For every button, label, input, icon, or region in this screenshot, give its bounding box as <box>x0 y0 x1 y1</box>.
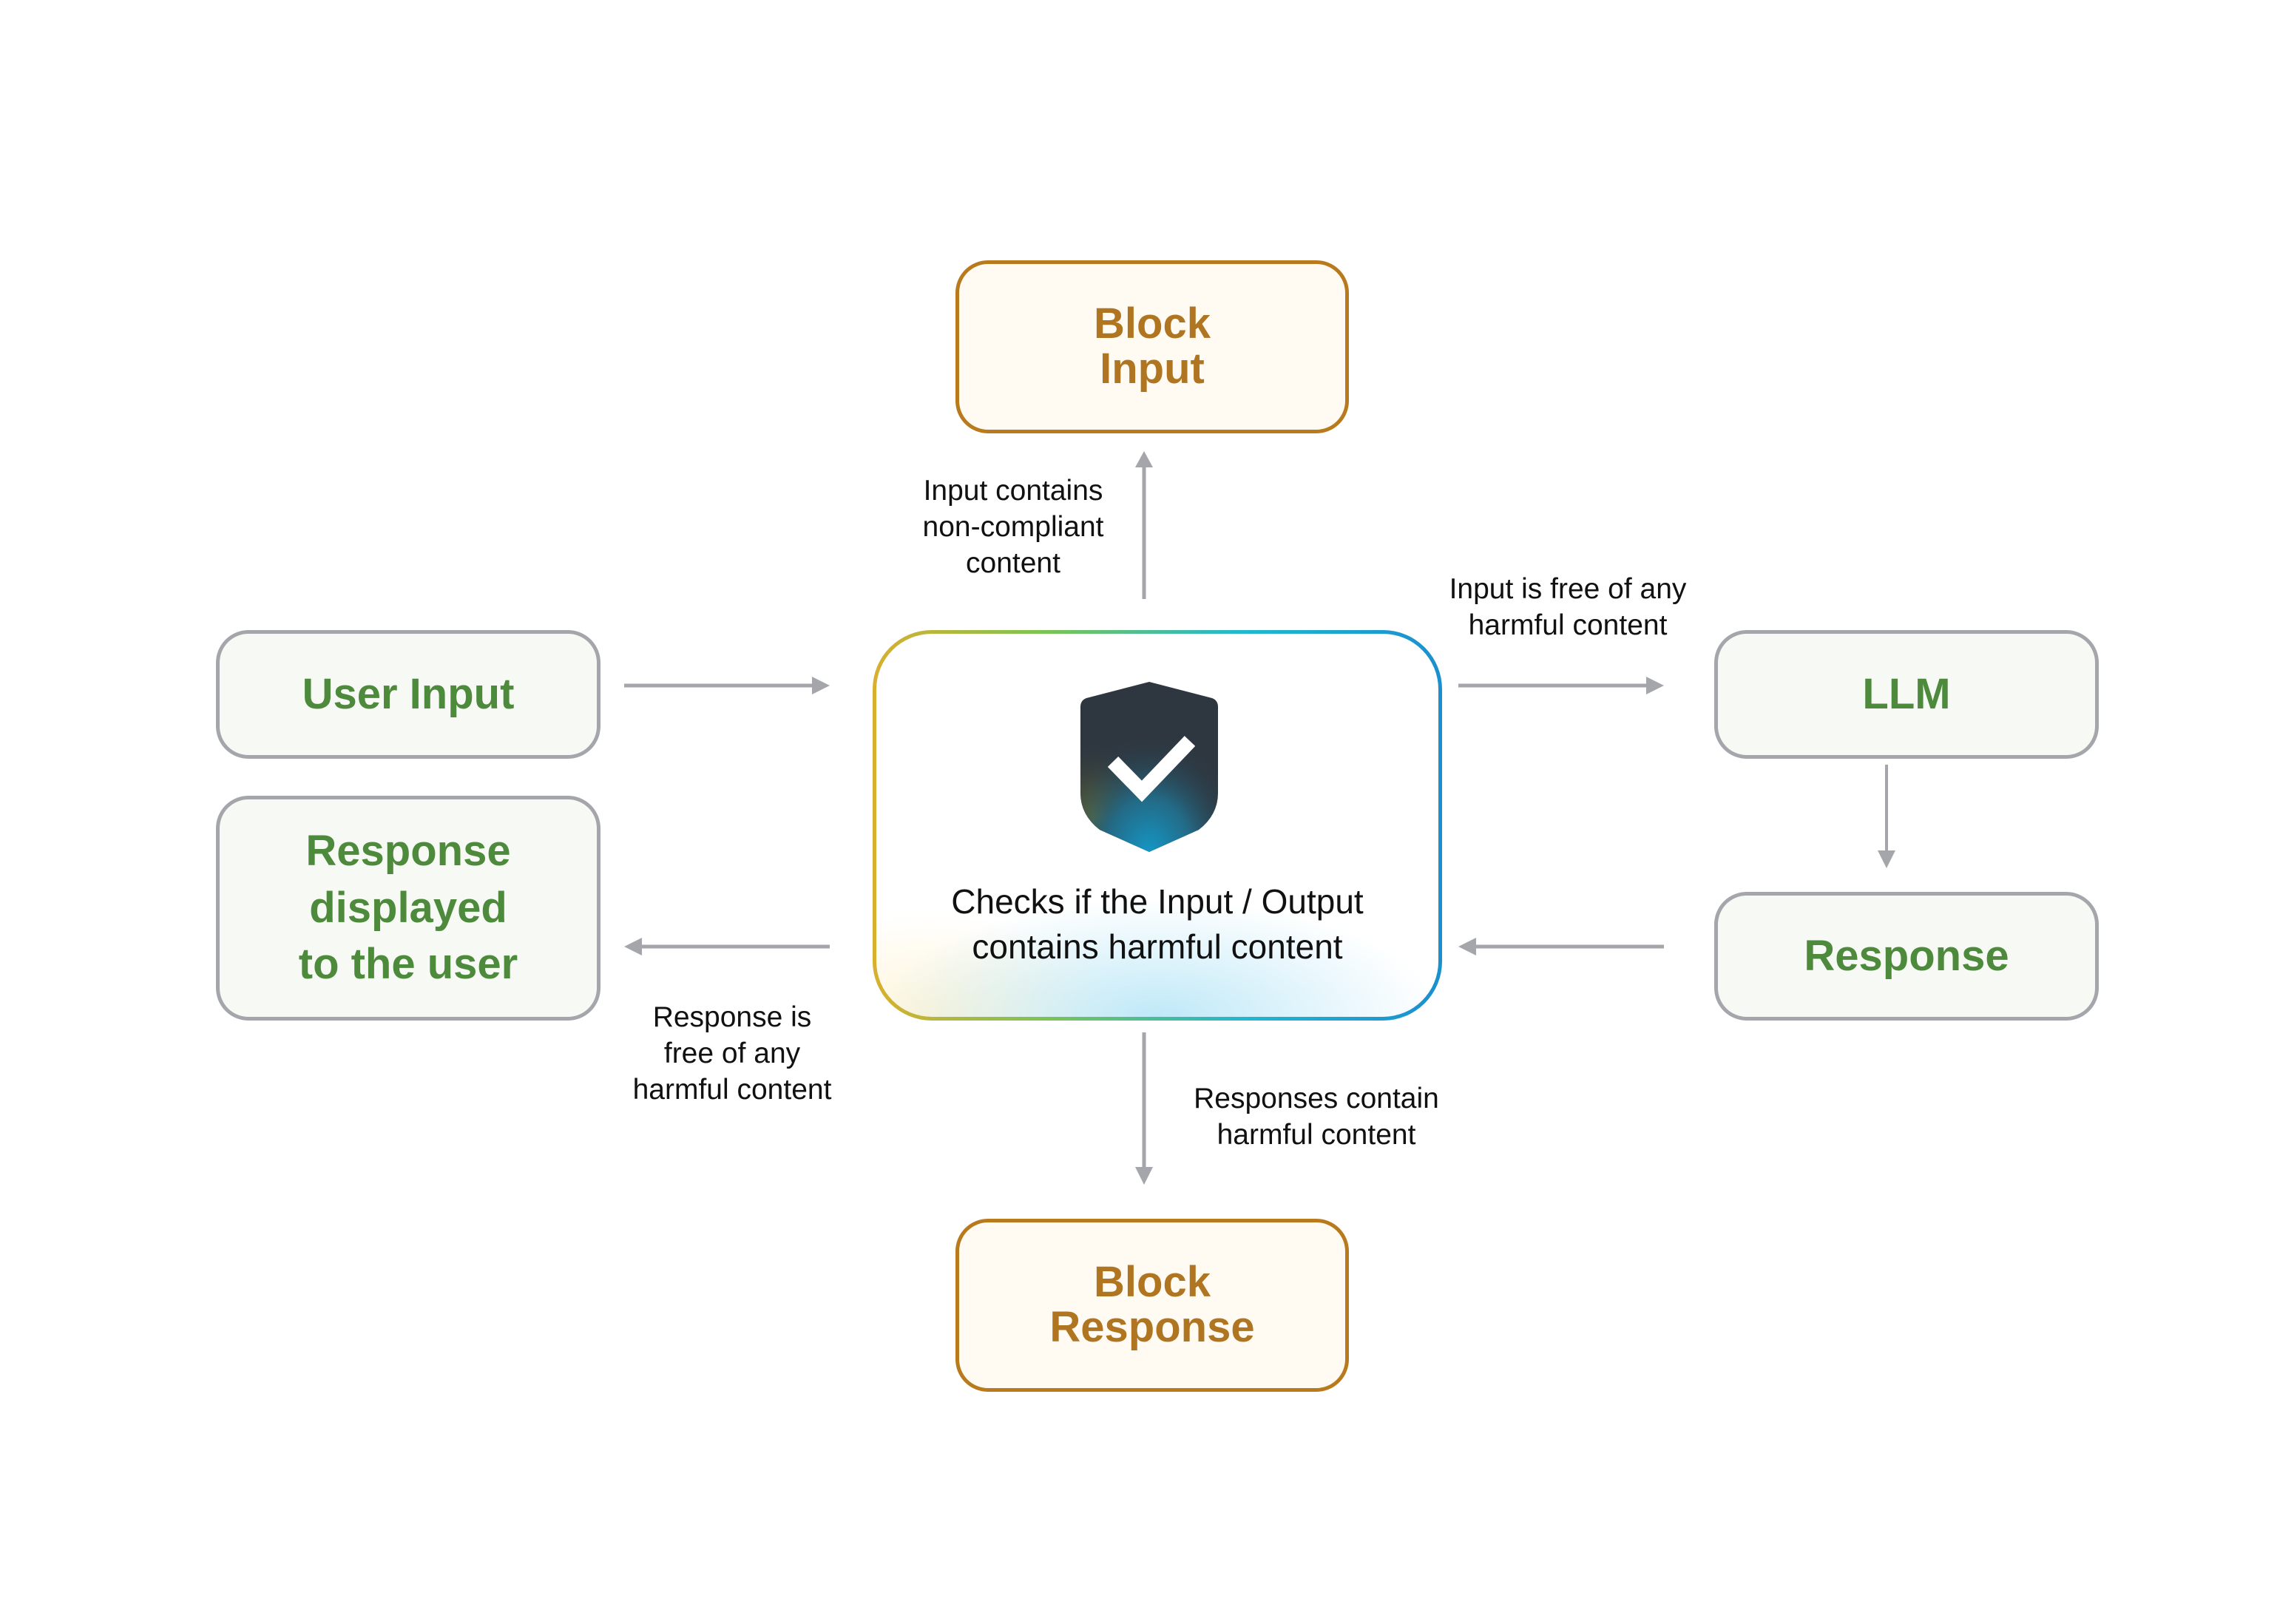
label-input-non-compliant: Input contains non-compliant content <box>887 473 1139 581</box>
arrowhead-check-to-block-input <box>1135 451 1153 467</box>
label-response-free: Response is free of any harmful content <box>606 1000 858 1108</box>
block-input-node: Block Input <box>955 260 1349 433</box>
block-input-line-2: Input <box>1100 345 1205 393</box>
label-line: non-compliant <box>922 510 1104 543</box>
arrowhead-response-to-check <box>1458 938 1476 955</box>
shield-check-icon <box>1080 682 1218 852</box>
block-response-line-2: Response <box>1049 1303 1255 1351</box>
guardrail-check-node: Checks if the Input / Output contains ha… <box>873 630 1442 1021</box>
block-response-line-1: Block <box>1094 1258 1211 1307</box>
label-line: free of any <box>663 1037 801 1069</box>
label-line: Responses contain <box>1194 1083 1439 1114</box>
guardrail-text-line-1: Checks if the Input / Output <box>951 882 1364 921</box>
block-input-line-1: Block <box>1094 300 1211 348</box>
guardrail-check-body: Checks if the Input / Output contains ha… <box>876 634 1438 1017</box>
label-line: Response is <box>652 1001 812 1033</box>
response-displayed-line-3: to the user <box>298 940 518 989</box>
label-line: harmful content <box>1468 609 1668 641</box>
label-responses-harmful: Responses contain harmful content <box>1168 1081 1464 1154</box>
arrowhead-check-to-user <box>624 938 642 955</box>
label-line: Input contains <box>923 475 1103 507</box>
label-input-free: Input is free of any harmful content <box>1420 572 1716 644</box>
response-node: Response <box>1714 892 2099 1021</box>
response-displayed-node: Response displayed to the user <box>216 796 600 1021</box>
label-line: harmful content <box>632 1073 832 1106</box>
label-line: content <box>966 547 1060 579</box>
arrowhead-check-to-llm <box>1646 677 1664 694</box>
arrowhead-llm-to-response <box>1878 850 1895 868</box>
response-displayed-line-2: displayed <box>309 883 507 932</box>
label-line: Input is free of any <box>1449 573 1687 605</box>
arrowhead-user-input-to-check <box>812 677 830 694</box>
user-input-label: User Input <box>302 669 515 718</box>
response-displayed-line-1: Response <box>305 827 511 876</box>
arrowhead-check-to-block-response <box>1135 1167 1153 1185</box>
guardrail-check-text: Checks if the Input / Output contains ha… <box>876 879 1438 970</box>
user-input-node: User Input <box>216 630 600 759</box>
block-response-node: Block Response <box>955 1219 1349 1392</box>
label-line: harmful content <box>1217 1118 1416 1151</box>
llm-node: LLM <box>1714 630 2099 759</box>
llm-label: LLM <box>1862 669 1951 718</box>
response-label: Response <box>1804 931 2009 980</box>
guardrail-text-line-2: contains harmful content <box>972 927 1343 967</box>
